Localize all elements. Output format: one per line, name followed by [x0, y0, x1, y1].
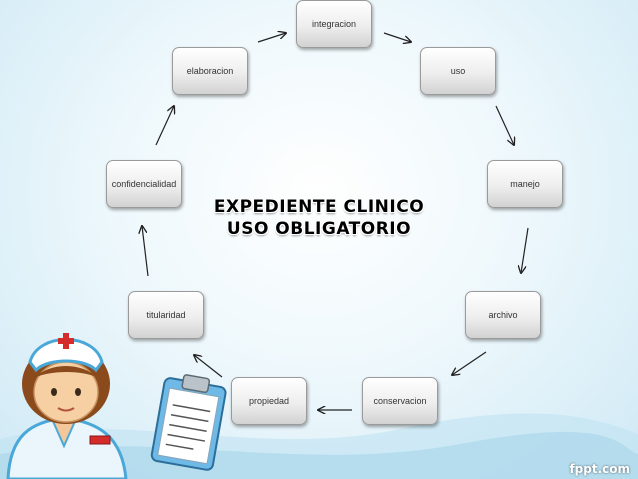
title-line-1: EXPEDIENTE CLINICO	[213, 197, 425, 217]
nurse-illustration	[6, 333, 128, 479]
node-propiedad: propiedad	[231, 377, 307, 425]
arrow-propiedad-titularidad	[194, 355, 223, 378]
arrow-elaboracion-integracion	[257, 33, 286, 43]
wave-decoration	[0, 413, 638, 479]
node-archivo: archivo	[465, 291, 541, 339]
node-confidencialidad: confidencialidad	[106, 160, 182, 208]
title-line-2: USO OBLIGATORIO	[226, 219, 412, 239]
node-titularidad: titularidad	[128, 291, 204, 339]
arrow-manejo-archivo	[521, 227, 529, 273]
arrow-integracion-uso	[383, 32, 411, 42]
node-uso: uso	[420, 47, 496, 95]
node-manejo: manejo	[487, 160, 563, 208]
arrow-archivo-conservacion	[452, 351, 487, 375]
brand-watermark: fppt.com	[569, 462, 630, 476]
node-conservacion: conservacion	[362, 377, 438, 425]
arrow-titularidad-confidencialidad	[142, 226, 149, 277]
node-elaboracion: elaboracion	[172, 47, 248, 95]
node-integracion: integracion	[296, 0, 372, 48]
arrow-uso-manejo	[495, 105, 514, 145]
clipboard-icon	[150, 374, 227, 471]
arrow-confidencialidad-elaboracion	[155, 106, 174, 146]
